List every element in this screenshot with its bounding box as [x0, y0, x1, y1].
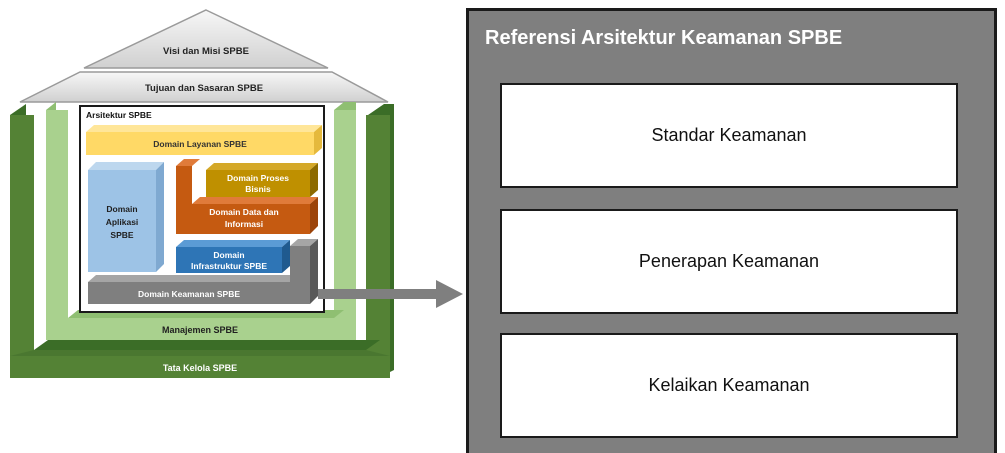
- reference-panel: Referensi Arsitektur Keamanan SPBE Stand…: [466, 8, 997, 453]
- roof-tujuan-sasaran: Tujuan dan Sasaran SPBE: [19, 71, 389, 103]
- tata-kelola-frame: Tata Kelola SPBE: [10, 104, 394, 378]
- domain-proses-line2: Bisnis: [245, 184, 271, 194]
- domain-aplikasi-line3: SPBE: [110, 230, 133, 240]
- domain-keamanan: Domain Keamanan SPBE: [88, 239, 318, 304]
- arsitektur-label: Arsitektur SPBE: [86, 110, 152, 120]
- domain-data: Domain Data dan Informasi: [176, 159, 318, 234]
- domain-aplikasi: Domain Aplikasi SPBE: [88, 162, 164, 272]
- domain-proses: Domain Proses Bisnis: [206, 163, 318, 197]
- connector-arrow: [318, 280, 463, 308]
- manajemen-frame: Manajemen SPBE: [46, 102, 356, 340]
- domain-infra-line2: Infrastruktur SPBE: [191, 261, 267, 271]
- roof-top-label: Visi dan Misi SPBE: [163, 46, 249, 57]
- domain-proses-line1: Domain Proses: [227, 173, 289, 183]
- domain-data-line1: Domain Data dan: [209, 207, 278, 217]
- domain-data-line2: Informasi: [225, 219, 263, 229]
- domain-aplikasi-line1: Domain: [106, 204, 137, 214]
- ref-box-kelaikan: Kelaikan Keamanan: [500, 333, 958, 438]
- domain-layanan-label: Domain Layanan SPBE: [153, 139, 247, 149]
- spbe-architecture-house: Visi dan Misi SPBE Tujuan dan Sasaran SP…: [10, 9, 463, 378]
- domain-infrastruktur: Domain Infrastruktur SPBE: [176, 240, 290, 273]
- tata-kelola-label: Tata Kelola SPBE: [163, 363, 237, 373]
- domain-aplikasi-line2: Aplikasi: [106, 217, 139, 227]
- domain-infra-line1: Domain: [213, 250, 244, 260]
- roof-bottom-label: Tujuan dan Sasaran SPBE: [145, 83, 263, 94]
- manajemen-label: Manajemen SPBE: [162, 325, 238, 335]
- ref-box-penerapan: Penerapan Keamanan: [500, 209, 958, 314]
- domain-layanan: Domain Layanan SPBE: [86, 125, 322, 155]
- reference-panel-title: Referensi Arsitektur Keamanan SPBE: [485, 27, 843, 49]
- domain-keamanan-label: Domain Keamanan SPBE: [138, 289, 240, 299]
- roof-visi-misi: Visi dan Misi SPBE: [83, 9, 329, 69]
- ref-box-standar: Standar Keamanan: [500, 83, 958, 188]
